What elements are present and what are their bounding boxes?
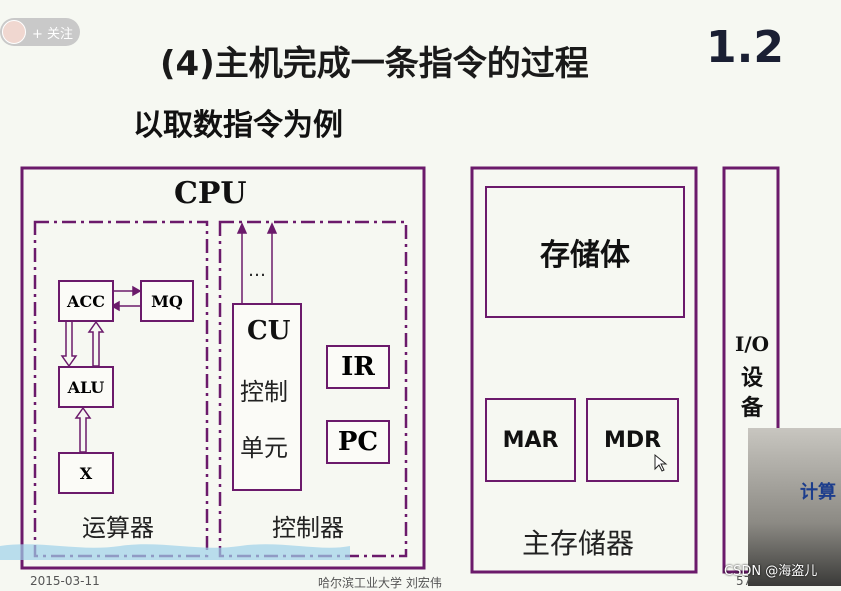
mar-register: MAR [485, 398, 576, 482]
wave-decoration [0, 544, 350, 560]
ir-label: IR [341, 352, 375, 382]
mq-label: MQ [151, 291, 183, 311]
x-register: X [58, 452, 114, 494]
footer-date: 2015-03-11 [30, 574, 100, 588]
csdn-watermark: CSDN @海盗儿 [724, 564, 818, 579]
mdr-register: MDR [586, 398, 679, 482]
storage-body-label: 存储体 [540, 238, 630, 273]
video-overlay-text: 计算 [800, 482, 836, 503]
alu-label: ALU [67, 377, 105, 397]
acc-register: ACC [58, 280, 114, 322]
cu-label: CU [247, 316, 291, 346]
acc-label: ACC [67, 291, 105, 311]
signal-ellipsis: … [248, 260, 266, 281]
io-label-device-2: 备 [741, 396, 764, 421]
main-memory-label: 主存储器 [522, 527, 635, 560]
slide-subtitle: 以取数指令为例 [133, 108, 343, 143]
mq-register: MQ [140, 280, 194, 322]
io-label-device-1: 设 [741, 366, 764, 391]
cu-signal-arrows [236, 222, 278, 303]
lecturer-video[interactable]: 计算 [748, 428, 841, 586]
pc-register: PC [326, 420, 390, 464]
alu-unit: ALU [58, 366, 114, 408]
footer-page: 57 [736, 574, 752, 588]
follow-label: + 关注 [32, 26, 74, 42]
pc-label: PC [337, 427, 379, 457]
alu-region [33, 220, 209, 558]
acc-mq-arrows [110, 285, 142, 312]
mar-label: MAR [502, 427, 559, 453]
cpu-box [20, 166, 426, 570]
acc-alu-arrows [60, 319, 105, 368]
x-label: X [79, 463, 93, 483]
cu-unit [232, 303, 302, 491]
footer-institution: 哈尔滨工业大学 刘宏伟 [318, 576, 442, 590]
storage-body: 存储体 [485, 186, 685, 318]
section-number: 1.2 [706, 22, 784, 73]
mouse-cursor-icon [654, 453, 668, 472]
cu-label-control: 控制 [240, 378, 288, 406]
control-section-label: 控制器 [272, 514, 344, 542]
avatar [2, 20, 26, 44]
ir-register: IR [326, 345, 390, 389]
cu-label-unit: 单元 [240, 434, 288, 462]
mdr-label: MDR [603, 427, 662, 453]
x-alu-arrow [74, 406, 92, 453]
cpu-label: CPU [174, 176, 247, 211]
follow-button[interactable]: + 关注 [0, 18, 80, 46]
main-memory-box [470, 166, 698, 574]
slide-title: (4)主机完成一条指令的过程 [160, 44, 589, 84]
alu-section-label: 运算器 [82, 514, 154, 542]
io-label: I/O [735, 332, 770, 356]
